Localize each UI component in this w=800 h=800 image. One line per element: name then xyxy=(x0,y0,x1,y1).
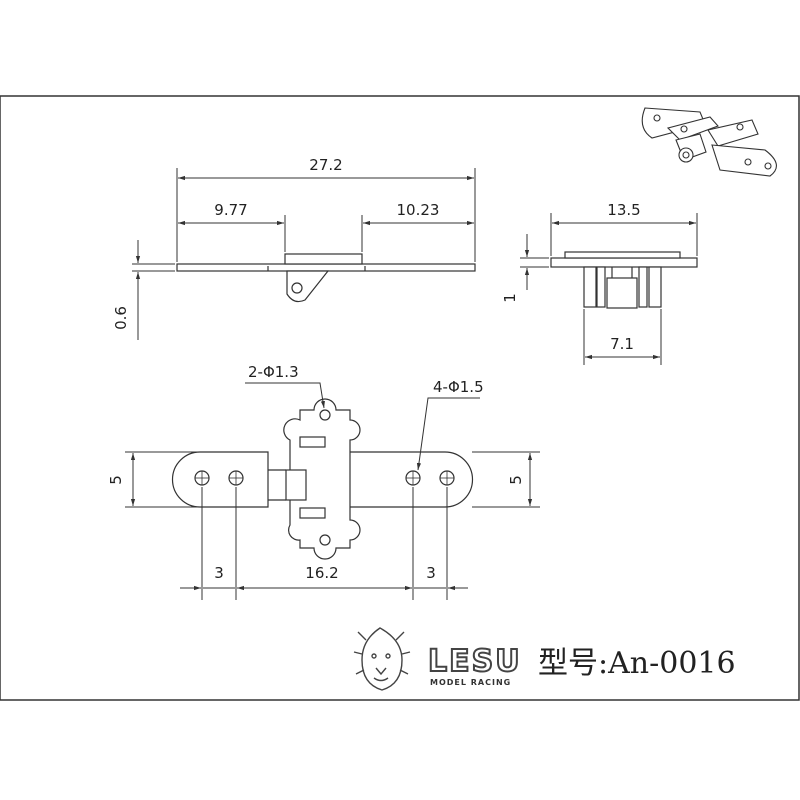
model-label: 型号:An-0016 xyxy=(538,646,736,681)
top-view-hinge xyxy=(285,469,307,501)
dim-hole-offset-right: 3 xyxy=(426,564,436,582)
logo-text: LESU xyxy=(428,644,522,679)
top-view-slot-upper xyxy=(299,436,326,448)
dim-side-thickness: 1 xyxy=(501,293,519,303)
end-view xyxy=(550,251,698,309)
top-view-left-wing xyxy=(171,451,269,508)
dim-right-segment: 10.23 xyxy=(397,201,440,219)
side-view-plate xyxy=(176,263,476,272)
isometric-view xyxy=(641,107,777,177)
dim-thickness: 0.6 xyxy=(112,306,130,330)
side-view-hinge-block xyxy=(284,253,363,265)
side-view-pin-hole xyxy=(291,282,303,294)
lion-logo xyxy=(353,627,411,691)
top-view-hole-small-bottom xyxy=(319,534,331,546)
dim-plate-height-right: 5 xyxy=(507,475,525,485)
top-view-slot-lower xyxy=(299,507,326,519)
dim-left-segment: 9.77 xyxy=(214,201,247,219)
end-view-plate xyxy=(550,257,698,268)
top-view xyxy=(171,398,474,560)
side-view xyxy=(176,253,476,303)
side-view-hinge-knuckle xyxy=(286,270,330,303)
dim-side-width: 13.5 xyxy=(607,201,640,219)
dim-plate-height-left: 5 xyxy=(107,475,125,485)
drawing-frame xyxy=(0,95,800,701)
top-view-hole-small-top xyxy=(319,409,331,421)
dim-hole-span: 16.2 xyxy=(305,564,338,582)
dim-large-holes: 4-Φ1.5 xyxy=(433,378,484,396)
logo-subtext: MODEL RACING xyxy=(430,678,511,687)
dim-hole-offset-left: 3 xyxy=(214,564,224,582)
dim-side-inner: 7.1 xyxy=(610,335,634,353)
dim-overall-length: 27.2 xyxy=(309,156,342,174)
dim-small-holes: 2-Φ1.3 xyxy=(248,363,299,381)
